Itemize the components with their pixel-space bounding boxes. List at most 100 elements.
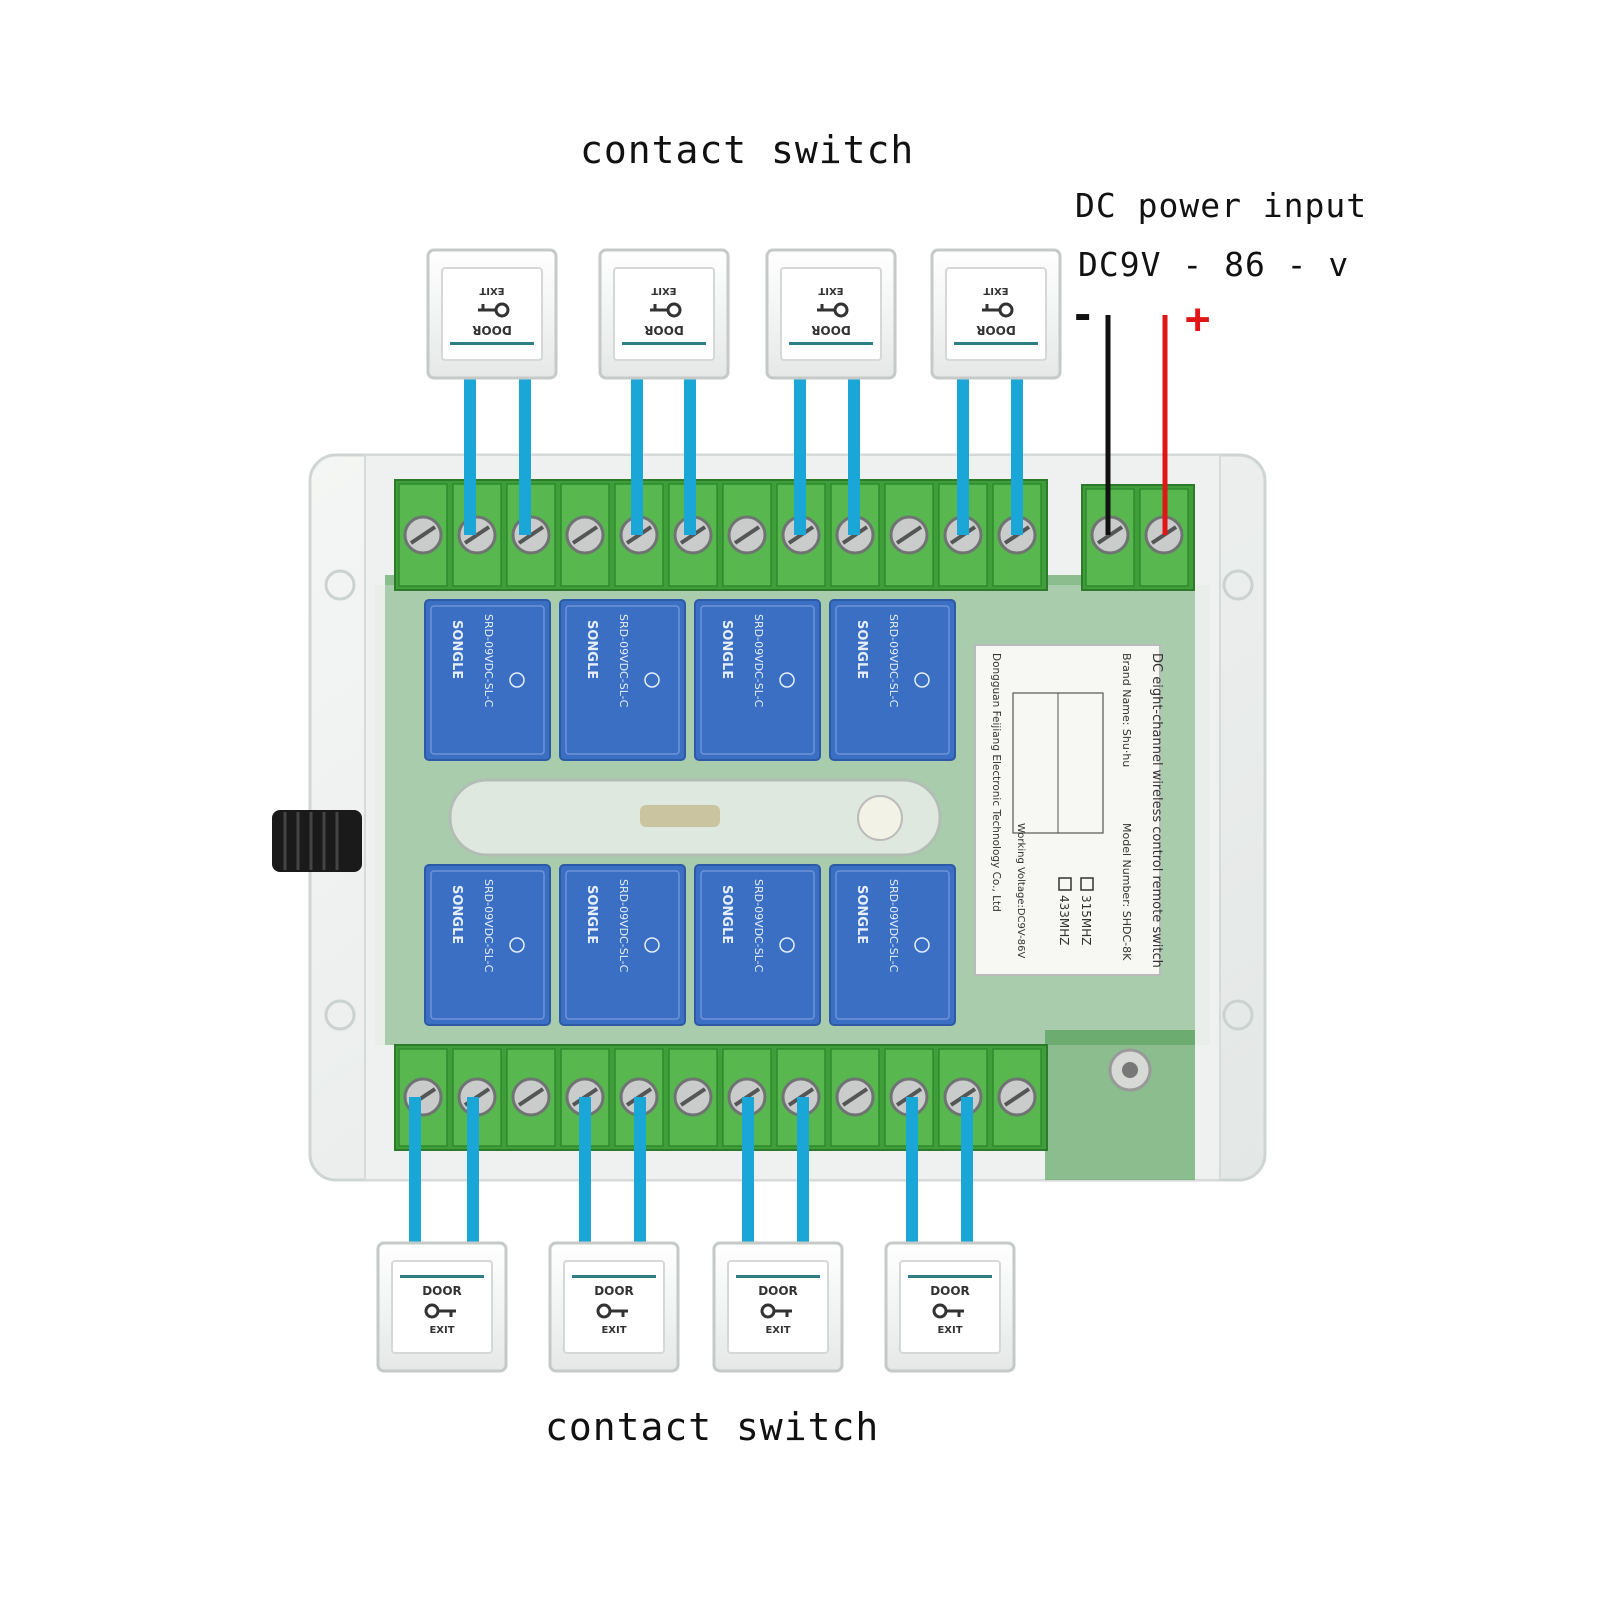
switch-door-text: DOOR — [930, 1284, 970, 1298]
switch-indicator-bar — [450, 342, 534, 345]
relay: SONGLE SRD-09VDC-SL-C — [694, 599, 821, 761]
contact-switch-caption-top: contact switch — [580, 128, 915, 172]
screw-slot — [409, 525, 437, 545]
relay-model-text: SRD-09VDC-SL-C — [887, 614, 900, 708]
switch-indicator-bar — [789, 342, 873, 345]
label-maker: Dongguan Feijiang Electronic Technology … — [990, 653, 1002, 912]
screw-slot — [463, 525, 491, 545]
switch-indicator-bar — [736, 1275, 820, 1278]
relay: SONGLE SRD-09VDC-SL-C — [424, 864, 551, 1026]
relay-cert-icon — [509, 672, 525, 688]
switch-exit-text: EXIT — [765, 1325, 790, 1336]
key-icon — [817, 302, 849, 318]
door-exit-switch[interactable]: DOOR EXIT — [930, 248, 1062, 380]
switch-indicator-bar — [908, 1275, 992, 1278]
relay-brand-text: SONGLE — [584, 885, 599, 944]
pcb-screw-post-hole — [1122, 1062, 1138, 1078]
label-brand: Brand Name: Shu·hu — [1120, 653, 1133, 767]
relay-model-text: SRD-09VDC-SL-C — [482, 614, 495, 708]
key-icon — [478, 302, 510, 318]
relay-cert-icon — [509, 937, 525, 953]
switch-door-text: DOOR — [644, 323, 684, 337]
contact-switch-caption-bottom: contact switch — [545, 1405, 880, 1449]
switch-exit-text: EXIT — [479, 285, 504, 296]
relay-brand-text: SONGLE — [449, 885, 464, 944]
switch-indicator-bar — [954, 342, 1038, 345]
minus-sign: - — [1070, 290, 1097, 339]
board-info-label: DC eight-channel wireless control remote… — [974, 644, 1164, 976]
relay-cert-icon — [779, 672, 795, 688]
key-icon — [424, 1303, 456, 1319]
screw-slot — [841, 1087, 869, 1107]
relay-cert-icon — [644, 937, 660, 953]
key-icon — [932, 1303, 964, 1319]
key-icon — [650, 302, 682, 318]
mount-hole-br — [1222, 999, 1254, 1031]
screw-slot — [733, 525, 761, 545]
relay: SONGLE SRD-09VDC-SL-C — [829, 864, 956, 1026]
plus-sign: + — [1185, 294, 1212, 343]
power-input-title: DC power input — [1075, 186, 1368, 225]
screw-slot — [517, 1087, 545, 1107]
terminal-block-top — [394, 479, 1048, 591]
mount-hole-tl — [324, 569, 356, 601]
screw-slot — [895, 525, 923, 545]
terminal-block-bottom — [394, 1044, 1048, 1151]
screw-slot — [679, 1087, 707, 1107]
screw-slot — [571, 525, 599, 545]
label-model: Model Number: SHDC-8K — [1120, 823, 1133, 961]
screw-slot — [1003, 1087, 1031, 1107]
switch-exit-text: EXIT — [651, 285, 676, 296]
switch-door-text: DOOR — [758, 1284, 798, 1298]
relay-model-text: SRD-09VDC-SL-C — [752, 879, 765, 973]
crystal-component — [448, 778, 942, 857]
relay-cert-icon — [644, 672, 660, 688]
relay-bank: SONGLE SRD-09VDC-SL-C SONGLE SRD-09VDC-SL-C… — [424, 599, 956, 1026]
door-exit-switch[interactable]: DOOR EXIT — [712, 1241, 844, 1373]
switch-exit-text: EXIT — [818, 285, 843, 296]
relay-brand-text: SONGLE — [719, 620, 734, 679]
door-exit-switch[interactable]: DOOR EXIT — [598, 248, 730, 380]
terminal-block-power — [1081, 484, 1195, 591]
relay-model-text: SRD-09VDC-SL-C — [887, 879, 900, 973]
relay-brand-text: SONGLE — [854, 620, 869, 679]
relay-brand-text: SONGLE — [584, 620, 599, 679]
relay-cert-icon — [779, 937, 795, 953]
relay-model-text: SRD-09VDC-SL-C — [482, 879, 495, 973]
key-icon — [982, 302, 1014, 318]
relay-brand-text: SONGLE — [854, 885, 869, 944]
switch-door-text: DOOR — [594, 1284, 634, 1298]
label-freq-a: 315MHZ — [1079, 895, 1093, 946]
key-icon — [596, 1303, 628, 1319]
switch-indicator-bar — [622, 342, 706, 345]
relay-brand-text: SONGLE — [719, 885, 734, 944]
contact-switches: DOOR EXIT DOOR EXIT DOOR EXIT DOOR EXIT DOOR EXIT… — [376, 248, 1062, 1373]
switch-door-text: DOOR — [472, 323, 512, 337]
relay-model-text: SRD-09VDC-SL-C — [617, 879, 630, 973]
door-exit-switch[interactable]: DOOR EXIT — [765, 248, 897, 380]
switch-indicator-bar — [572, 1275, 656, 1278]
mount-hole-tr — [1222, 569, 1254, 601]
switch-exit-text: EXIT — [429, 1325, 454, 1336]
label-title: DC eight-channel wireless control remote… — [1149, 653, 1164, 968]
switch-door-text: DOOR — [976, 323, 1016, 337]
relay: SONGLE SRD-09VDC-SL-C — [424, 599, 551, 761]
relay-cert-icon — [914, 937, 930, 953]
power-voltage-label: DC9V - 86 - v — [1078, 245, 1350, 284]
label-freq-b: 433MHZ — [1057, 895, 1071, 946]
antenna-coil — [272, 810, 362, 872]
relay-model-text: SRD-09VDC-SL-C — [617, 614, 630, 708]
relay: SONGLE SRD-09VDC-SL-C — [559, 864, 686, 1026]
switch-exit-text: EXIT — [983, 285, 1008, 296]
relay-brand-text: SONGLE — [449, 620, 464, 679]
relay: SONGLE SRD-09VDC-SL-C — [829, 599, 956, 761]
door-exit-switch[interactable]: DOOR EXIT — [426, 248, 558, 380]
relay: SONGLE SRD-09VDC-SL-C — [694, 864, 821, 1026]
relay: SONGLE SRD-09VDC-SL-C — [559, 599, 686, 761]
relay-model-text: SRD-09VDC-SL-C — [752, 614, 765, 708]
switch-door-text: DOOR — [811, 323, 851, 337]
